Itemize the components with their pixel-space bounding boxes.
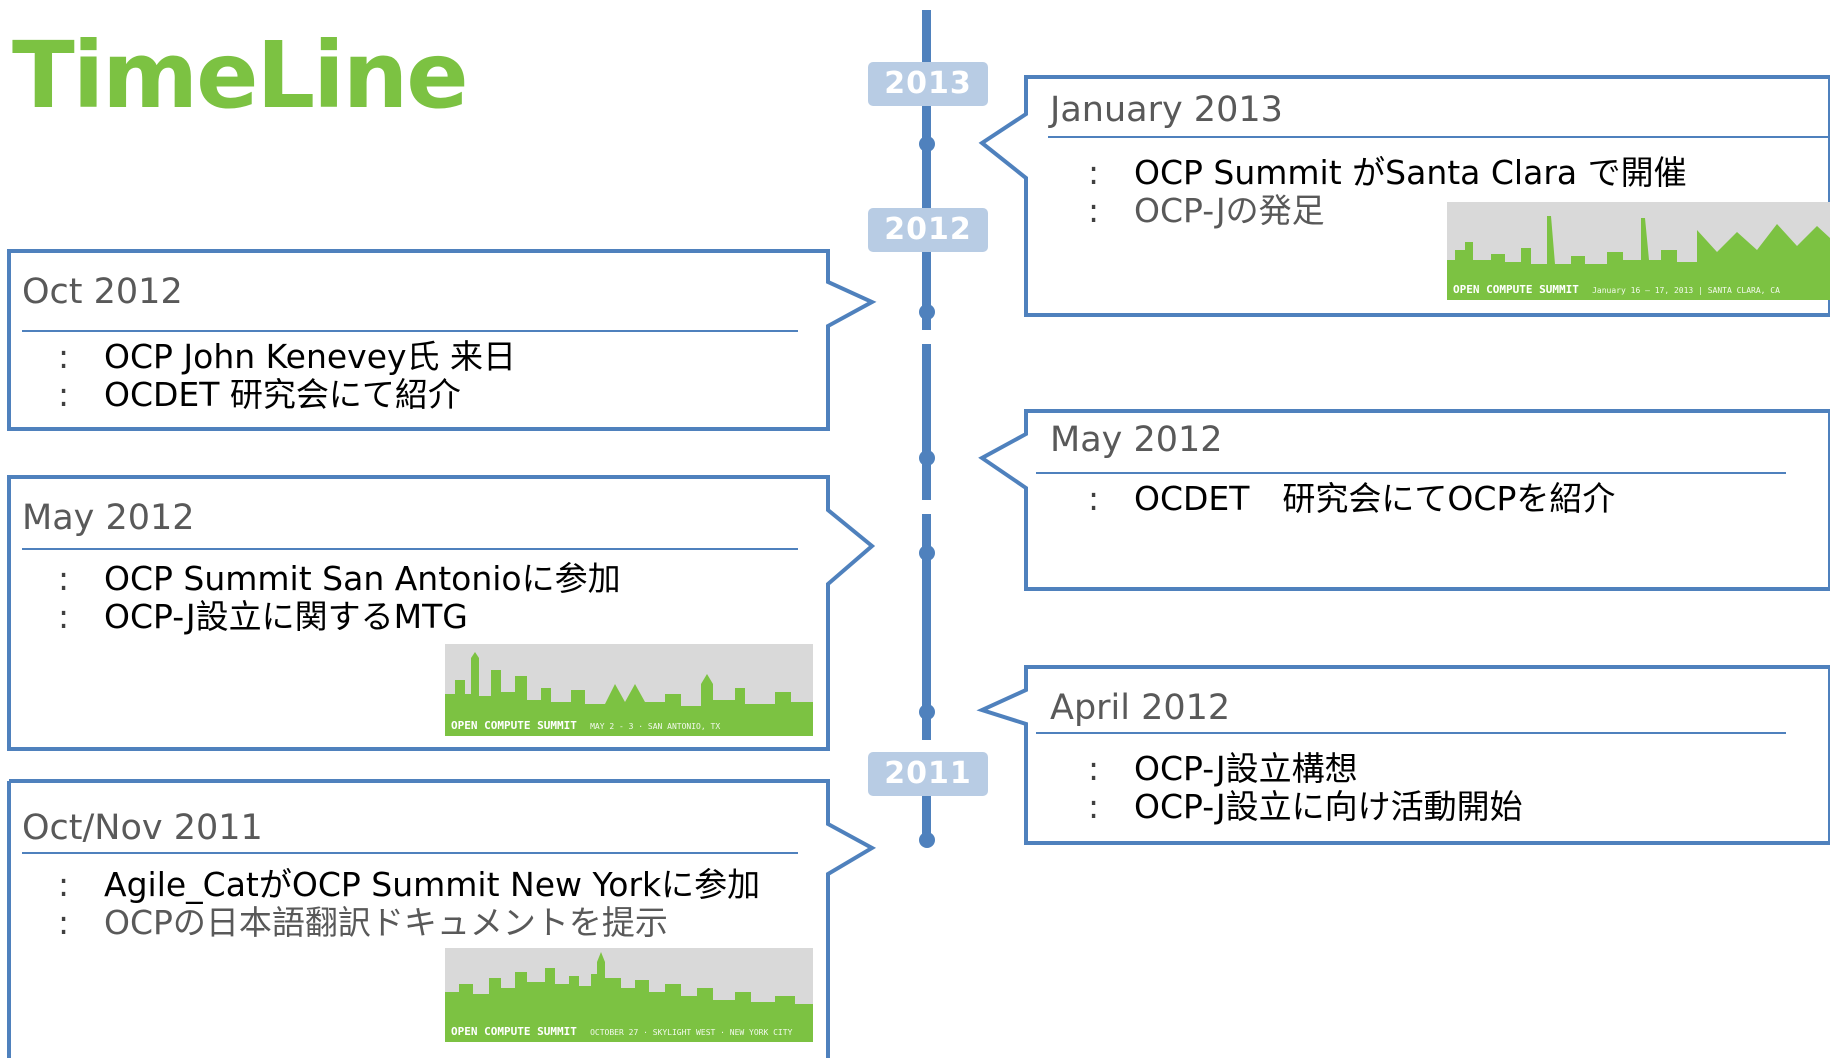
axis-gap bbox=[918, 330, 935, 344]
event-item: :OCP-Jの発足 bbox=[1088, 191, 1325, 230]
year-badge-2011: 2011 bbox=[868, 752, 988, 796]
event-callout-octnov2011: Oct/Nov 2011 :Agile_CatがOCP Summit New Y… bbox=[6, 778, 877, 1058]
event-item: :Agile_CatがOCP Summit New Yorkに参加 bbox=[58, 865, 761, 904]
timeline-dot bbox=[919, 545, 935, 561]
event-item: :OCP-J設立に向け活動開始 bbox=[1088, 787, 1523, 826]
event-item: :OCP John Kenevey氏 来日 bbox=[58, 337, 517, 376]
event-item: :OCP Summit San Antonioに参加 bbox=[58, 559, 621, 598]
timeline-dot bbox=[919, 304, 935, 320]
event-item: :OCDET 研究会にてOCPを紹介 bbox=[1088, 479, 1616, 518]
event-item: :OCP-J設立構想 bbox=[1088, 749, 1358, 788]
event-underline bbox=[1036, 472, 1786, 474]
summit-banner-santa-clara: OPEN COMPUTE SUMMIT January 16 — 17, 201… bbox=[1447, 202, 1830, 300]
event-date: Oct 2012 bbox=[22, 272, 183, 312]
event-underline bbox=[22, 852, 798, 854]
summit-banner-san-antonio: OPEN COMPUTE SUMMIT MAY 2 - 3 · SAN ANTO… bbox=[445, 644, 813, 736]
event-underline bbox=[1036, 732, 1786, 734]
event-item: :OCP Summit がSanta Clara で開催 bbox=[1088, 153, 1687, 192]
timeline-dot bbox=[919, 832, 935, 848]
summit-banner-new-york: OPEN COMPUTE SUMMIT OCTOBER 27 · SKYLIGH… bbox=[445, 948, 813, 1042]
year-badge-2013: 2013 bbox=[868, 62, 988, 106]
event-date: May 2012 bbox=[1050, 420, 1223, 460]
event-date: January 2013 bbox=[1050, 90, 1283, 130]
axis-gap bbox=[918, 500, 935, 514]
event-underline bbox=[22, 548, 798, 550]
event-callout-may2012-right: May 2012 :OCDET 研究会にてOCPを紹介 bbox=[978, 408, 1830, 592]
city-skyline-image bbox=[1447, 216, 1830, 300]
event-callout-jan2013: January 2013 :OCP Summit がSanta Clara で開… bbox=[978, 74, 1830, 318]
event-underline bbox=[1048, 136, 1830, 138]
city-skyline-image bbox=[445, 652, 813, 736]
event-date: May 2012 bbox=[22, 498, 195, 538]
event-item: :OCPの日本語翻訳ドキュメントを提示 bbox=[58, 903, 668, 942]
event-item: :OCP-J設立に関するMTG bbox=[58, 597, 468, 636]
timeline-dot bbox=[919, 450, 935, 466]
axis-gap bbox=[918, 740, 935, 754]
year-badge-2012: 2012 bbox=[868, 208, 988, 252]
page-title: TimeLine bbox=[12, 22, 469, 129]
event-callout-oct2012: Oct 2012 :OCP John Kenevey氏 来日 :OCDET 研究… bbox=[6, 248, 877, 432]
event-date: Oct/Nov 2011 bbox=[22, 808, 263, 848]
event-item: :OCDET 研究会にて紹介 bbox=[58, 375, 461, 414]
event-callout-apr2012: April 2012 :OCP-J設立構想 :OCP-J設立に向け活動開始 bbox=[976, 664, 1830, 846]
timeline-dot bbox=[919, 704, 935, 720]
timeline-axis bbox=[922, 10, 931, 840]
timeline-dot bbox=[919, 136, 935, 152]
event-date: April 2012 bbox=[1050, 688, 1231, 728]
event-underline bbox=[22, 330, 798, 332]
city-skyline-image bbox=[445, 952, 813, 1042]
event-callout-may2012-left: May 2012 :OCP Summit San Antonioに参加 :OCP… bbox=[6, 474, 876, 752]
